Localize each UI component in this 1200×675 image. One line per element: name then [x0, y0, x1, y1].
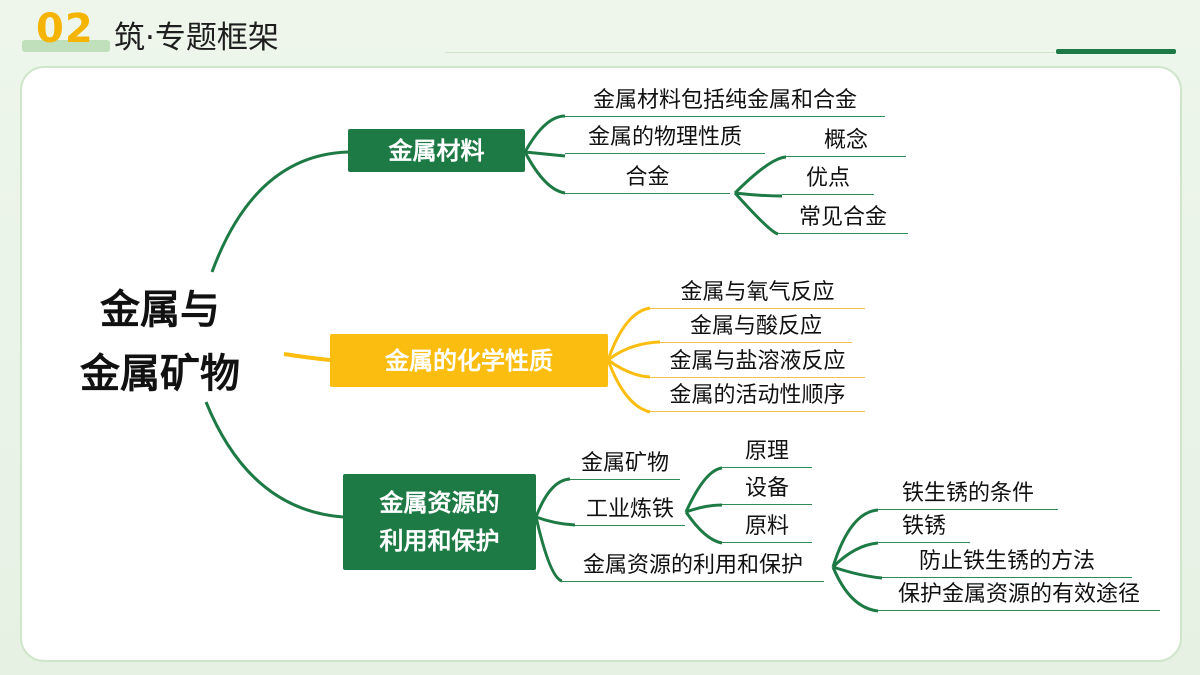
- root-topic: 金属与 金属矿物: [50, 278, 270, 406]
- leaf-metal-ores: 金属矿物: [570, 449, 680, 480]
- branch-chemical-properties: 金属的化学性质: [330, 334, 608, 387]
- branch-resources-line-2: 利用和保护: [379, 527, 500, 555]
- root-line-1: 金属与: [100, 287, 220, 333]
- header-divider: [445, 52, 1055, 53]
- leaf-rust: 铁锈: [878, 512, 970, 543]
- leaf-rust-conditions: 铁生锈的条件: [878, 479, 1058, 510]
- header-accent-bar: [1056, 49, 1176, 54]
- leaf-activity-series: 金属的活动性顺序: [650, 381, 865, 412]
- section-title: 筑·专题框架: [114, 20, 279, 56]
- branch-metal-resources: 金属资源的 利用和保护: [343, 474, 536, 570]
- leaf-ironmaking-principle: 原理: [722, 437, 812, 468]
- leaf-oxygen-reaction: 金属与氧气反应: [650, 278, 865, 309]
- leaf-alloy: 合金: [565, 163, 730, 194]
- leaf-acid-reaction: 金属与酸反应: [660, 312, 852, 343]
- header-number-underlay: [22, 40, 110, 52]
- leaf-materials-composition: 金属材料包括纯金属和合金: [565, 86, 885, 117]
- leaf-ironmaking-materials: 原料: [722, 512, 812, 543]
- leaf-common-alloys: 常见合金: [778, 203, 908, 234]
- leaf-alloy-concept: 概念: [786, 126, 906, 157]
- branch-metal-materials: 金属材料: [348, 129, 525, 172]
- leaf-rust-prevention: 防止铁生锈的方法: [882, 547, 1132, 578]
- leaf-physical-properties: 金属的物理性质: [565, 123, 765, 154]
- leaf-ironmaking-equipment: 设备: [722, 474, 812, 505]
- leaf-alloy-advantages: 优点: [782, 164, 874, 195]
- leaf-industrial-ironmaking: 工业炼铁: [575, 495, 685, 526]
- branch-resources-line-1: 金属资源的: [379, 489, 500, 517]
- section-number: 02: [36, 6, 94, 52]
- leaf-resource-use-protection: 金属资源的利用和保护: [562, 551, 824, 582]
- leaf-salt-solution-reaction: 金属与盐溶液反应: [650, 347, 865, 378]
- leaf-protection-methods: 保护金属资源的有效途径: [878, 580, 1160, 611]
- root-line-2: 金属矿物: [80, 351, 240, 397]
